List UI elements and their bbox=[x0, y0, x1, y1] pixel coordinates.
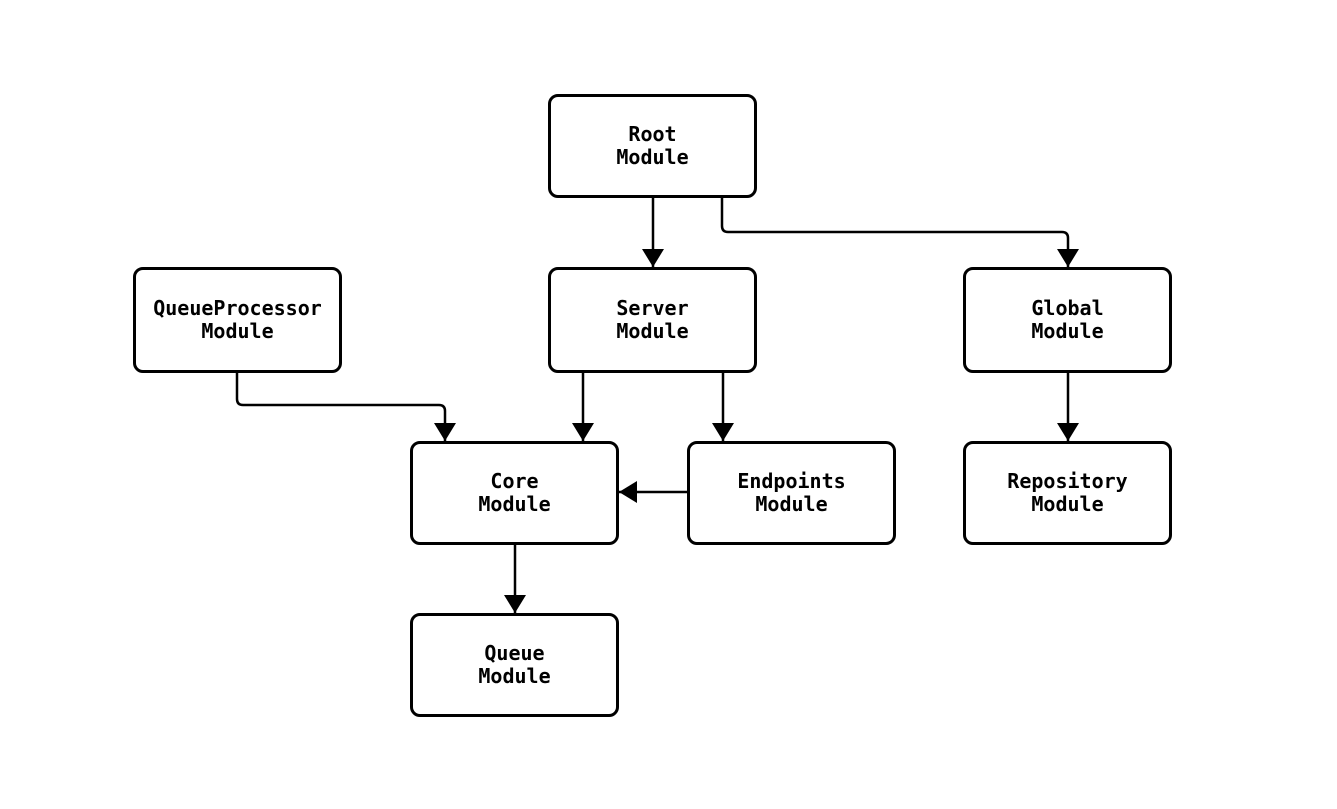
node-global-module-label: Global Module bbox=[1031, 296, 1104, 343]
edge-root-to-global bbox=[720, 198, 1079, 267]
node-repository-module-label: Repository Module bbox=[1007, 469, 1128, 516]
node-endpoints-module-label: Endpoints Module bbox=[737, 469, 846, 516]
node-endpoints-module: Endpoints Module bbox=[687, 441, 896, 545]
node-server-module-label: Server Module bbox=[616, 296, 689, 343]
node-queue-module: Queue Module bbox=[410, 613, 619, 717]
edge-queueprocessor-to-core bbox=[235, 373, 456, 441]
node-repository-module: Repository Module bbox=[963, 441, 1172, 545]
node-root-module-label: Root Module bbox=[616, 122, 689, 169]
node-global-module: Global Module bbox=[963, 267, 1172, 373]
node-server-module: Server Module bbox=[548, 267, 757, 373]
node-queueprocessor-module-label: QueueProcessor Module bbox=[153, 296, 322, 343]
node-queue-module-label: Queue Module bbox=[478, 641, 551, 688]
node-root-module: Root Module bbox=[548, 94, 757, 198]
node-core-module-label: Core Module bbox=[478, 469, 551, 516]
node-queueprocessor-module: QueueProcessor Module bbox=[133, 267, 342, 373]
node-core-module: Core Module bbox=[410, 441, 619, 545]
